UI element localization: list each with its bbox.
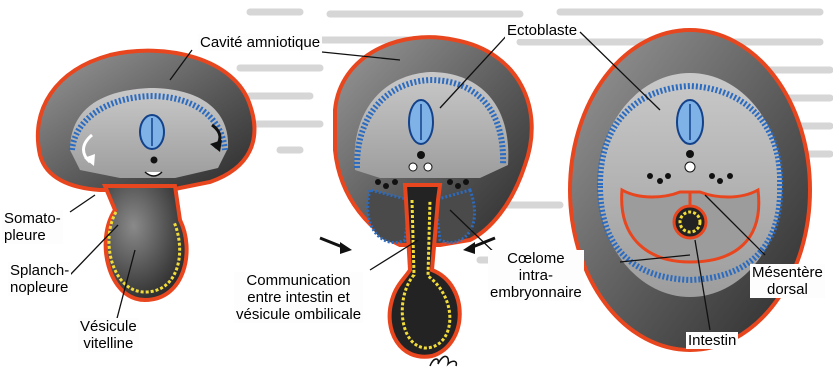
label-vesicule-vitelline: Vésicule vitelline: [78, 318, 139, 352]
label-cavite-amniotique: Cavité amniotique: [198, 34, 322, 51]
label-coelome: Cœlome intra- embryonnaire: [488, 250, 584, 301]
embryo3-notochord: [686, 150, 694, 158]
artist-signature-icon: [430, 356, 456, 366]
label-ectoblaste: Ectoblaste: [505, 22, 579, 39]
embryo2-notochord: [417, 151, 425, 159]
embryo1-yolk-sac: [105, 186, 187, 300]
embryo-stage-3: [570, 30, 810, 350]
label-splanchnopleure: Splanch- nopleure: [8, 262, 71, 296]
embryo1-notochord: [151, 157, 158, 164]
label-communication: Communication entre intestin et vésicule…: [234, 272, 363, 323]
label-intestin: Intestin: [686, 332, 738, 349]
label-somatopleure: Somato- pleure: [2, 210, 63, 244]
label-mesentere-dorsal: Mésentère dorsal: [750, 264, 825, 298]
